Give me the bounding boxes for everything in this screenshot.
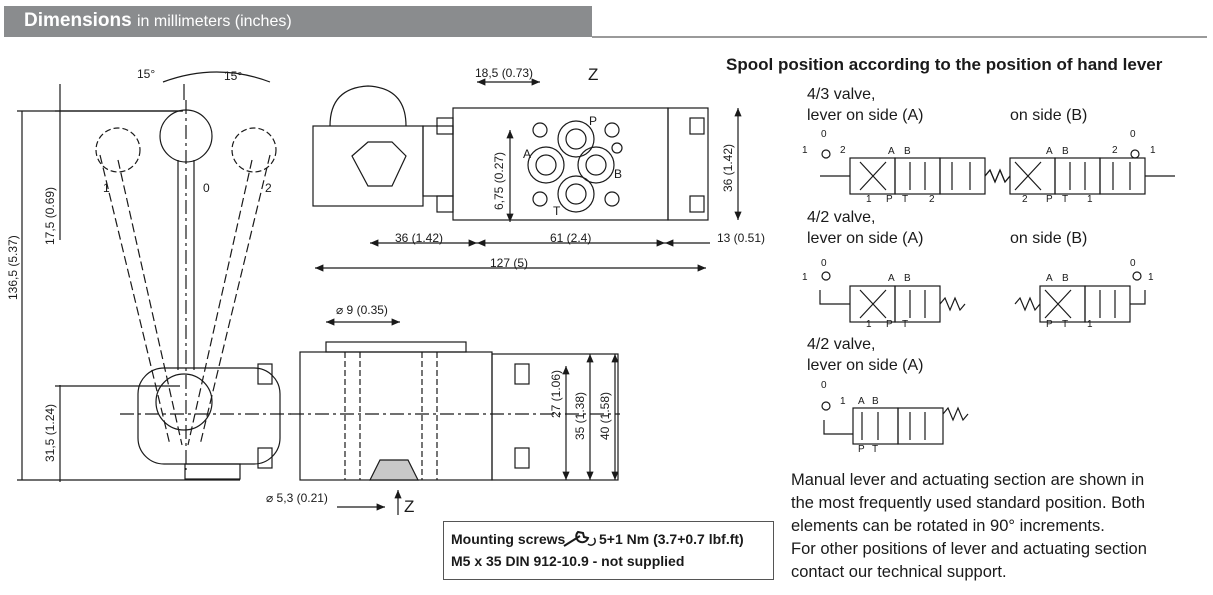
width-18-5-label: 18,5 (0.73) (475, 66, 533, 80)
wrench-icon (563, 530, 596, 547)
mounting-label: Mounting screws (451, 531, 566, 547)
angle-left-label: 15° (137, 67, 155, 81)
symbol-label: A (888, 273, 895, 284)
diameter-9-label: ⌀ 9 (0.35) (336, 303, 388, 317)
height-lever-label: 17,5 (0.69) (43, 187, 57, 245)
symbol-label: 1 (866, 319, 872, 330)
port-a-label: A (523, 147, 531, 161)
note-line: Manual lever and actuating section are s… (791, 471, 1145, 489)
symbol-label: 0 (821, 380, 827, 391)
note-line: For other positions of lever and actuati… (791, 540, 1147, 558)
symbol-label: 1 (1150, 145, 1156, 156)
valve-42a-title: 4/2 valve, (807, 209, 876, 226)
view-z-label: Z (588, 65, 598, 84)
valve-42b-side-a: lever on side (A) (807, 357, 924, 374)
symbol-label: 1 (866, 194, 872, 205)
valve-42b-title: 4/2 valve, (807, 336, 876, 353)
symbol-label: P (886, 194, 893, 205)
symbol-label: B (1062, 273, 1069, 284)
width-36-label: 36 (1.42) (395, 231, 443, 245)
symbol-label: 1 (1087, 194, 1093, 205)
width-127-label: 127 (5) (490, 256, 528, 270)
height-lower-label: 31,5 (1.24) (43, 404, 57, 462)
symbol-label: B (1062, 146, 1069, 157)
note-line: elements can be rotated in 90° increment… (791, 517, 1105, 535)
symbol-label: 1 (1087, 319, 1093, 330)
angle-right-label: 15° (224, 69, 242, 83)
symbol-label: 2 (840, 145, 846, 156)
width-13-label: 13 (0.51) (717, 231, 765, 245)
spool-heading: Spool position according to the position… (726, 55, 1163, 74)
port-p-label: P (589, 114, 597, 128)
symbol-label: A (1046, 273, 1053, 284)
height-6-75-label: 6,75 (0.27) (492, 152, 506, 210)
port-t-label: T (553, 204, 561, 218)
symbol-label: B (904, 146, 911, 157)
mounting-screws-box: Mounting screws 5+1 Nm (3.7+0.7 lbf.ft) … (443, 521, 774, 580)
symbol-label: P (858, 444, 865, 455)
height-27-label: 27 (1.06) (549, 370, 563, 418)
width-61-label: 61 (2.4) (550, 231, 591, 245)
position-1-label: 1 (103, 181, 110, 195)
symbol-label: A (858, 396, 865, 407)
position-0-label: 0 (203, 181, 210, 195)
symbol-label: 2 (929, 194, 935, 205)
note-line: the most frequently used standard positi… (791, 494, 1146, 512)
symbol-label: 2 (1112, 145, 1118, 156)
symbol-label: P (1046, 319, 1053, 330)
symbol-label: T (902, 319, 908, 330)
height-40-label: 40 (1.58) (598, 392, 612, 440)
symbol-label: P (1046, 194, 1053, 205)
symbol-label: 2 (1022, 194, 1028, 205)
symbol-label: T (1062, 319, 1068, 330)
symbol-label: 0 (821, 258, 827, 269)
usage-note: Manual lever and actuating section are s… (791, 469, 1209, 584)
symbol-label: T (872, 444, 878, 455)
symbol-label: B (872, 396, 879, 407)
valve-42a-side-b: on side (B) (1010, 230, 1088, 247)
arrow-z-label: Z (404, 497, 414, 516)
symbol-label: 0 (1130, 258, 1136, 269)
header-subtitle: in millimeters (inches) (136, 13, 292, 30)
symbol-label: A (1046, 146, 1053, 157)
note-line: contact our technical support. (791, 563, 1007, 581)
symbol-label: 1 (802, 272, 808, 283)
height-total-label: 136,5 (5.37) (6, 235, 20, 300)
valve-43-side-a: lever on side (A) (807, 107, 924, 124)
diameter-5-3-label: ⌀ 5,3 (0.21) (266, 491, 328, 505)
valve-42a-side-a: lever on side (A) (807, 230, 924, 247)
position-2-label: 2 (265, 181, 272, 195)
symbol-label: B (904, 273, 911, 284)
valve-43-side-b: on side (B) (1010, 107, 1088, 124)
symbol-label: 0 (821, 129, 827, 140)
symbol-label: 1 (802, 145, 808, 156)
header-title: Dimensions (24, 10, 132, 31)
symbol-label: 1 (1148, 272, 1154, 283)
symbol-label: A (888, 146, 895, 157)
section-header: Dimensions in millimeters (inches) (4, 6, 592, 37)
mounting-torque: 5+1 Nm (3.7+0.7 lbf.ft) (599, 531, 744, 547)
symbol-label: 1 (840, 396, 846, 407)
symbol-label: T (1062, 194, 1068, 205)
port-b-label: B (614, 167, 622, 181)
symbol-label: P (886, 319, 893, 330)
valve-43-title: 4/3 valve, (807, 86, 876, 103)
height-35-label: 35 (1.38) (573, 392, 587, 440)
mounting-screw-spec: M5 x 35 DIN 912-10.9 - not supplied (451, 553, 685, 569)
symbol-label: 0 (1130, 129, 1136, 140)
header-rule (592, 36, 1207, 38)
height-36-label: 36 (1.42) (721, 144, 735, 192)
symbol-label: T (902, 194, 908, 205)
